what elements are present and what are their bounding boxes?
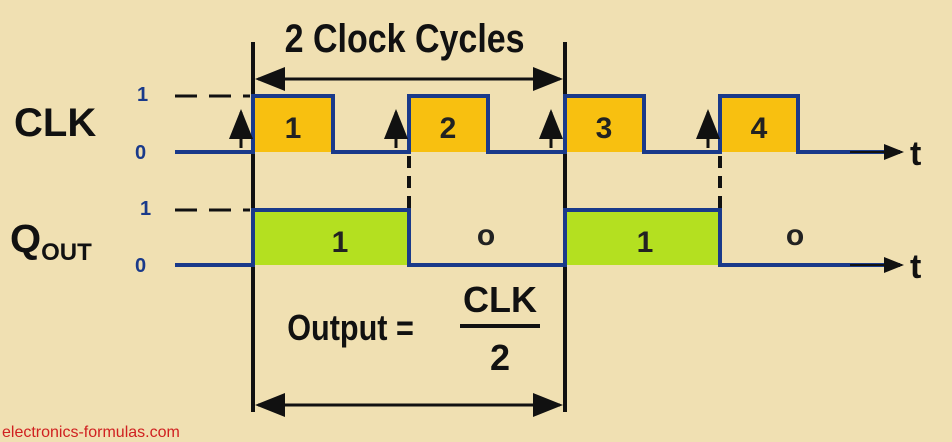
clk-pulse-3: 3 [596,112,613,145]
qout-state-1: 1 [332,226,349,259]
formula-denominator: 2 [490,337,510,378]
qout-state-2: o [477,219,495,252]
clk-waveform [175,94,900,154]
qout-high-label: 1 [140,198,151,220]
diagram-title: 2 Clock Cycles [285,15,525,60]
qout-state-3: 1 [637,226,654,259]
clk-pulse-2: 2 [440,112,457,145]
formula-lhs: Output = [287,309,414,349]
clk-pulses [253,96,798,152]
qout-low-label: 0 [135,255,146,277]
qout-label: QOUT [10,217,92,266]
qout-waveform [175,208,900,267]
clk-low-label: 0 [135,142,146,164]
qout-time-label: t [910,248,921,286]
formula-numerator: CLK [463,279,537,320]
qout-pulses [253,210,720,265]
clk-pulse-1: 1 [285,112,302,145]
clk-pulse-4: 4 [751,112,768,145]
clk-high-label: 1 [137,84,148,106]
watermark: electronics-formulas.com [2,424,180,441]
qout-state-4: o [786,219,804,252]
clk-time-label: t [910,135,921,173]
rising-edge-arrows [229,109,720,148]
clock-edge-dashed-lines [407,156,722,208]
clk-label: CLK [14,101,96,145]
